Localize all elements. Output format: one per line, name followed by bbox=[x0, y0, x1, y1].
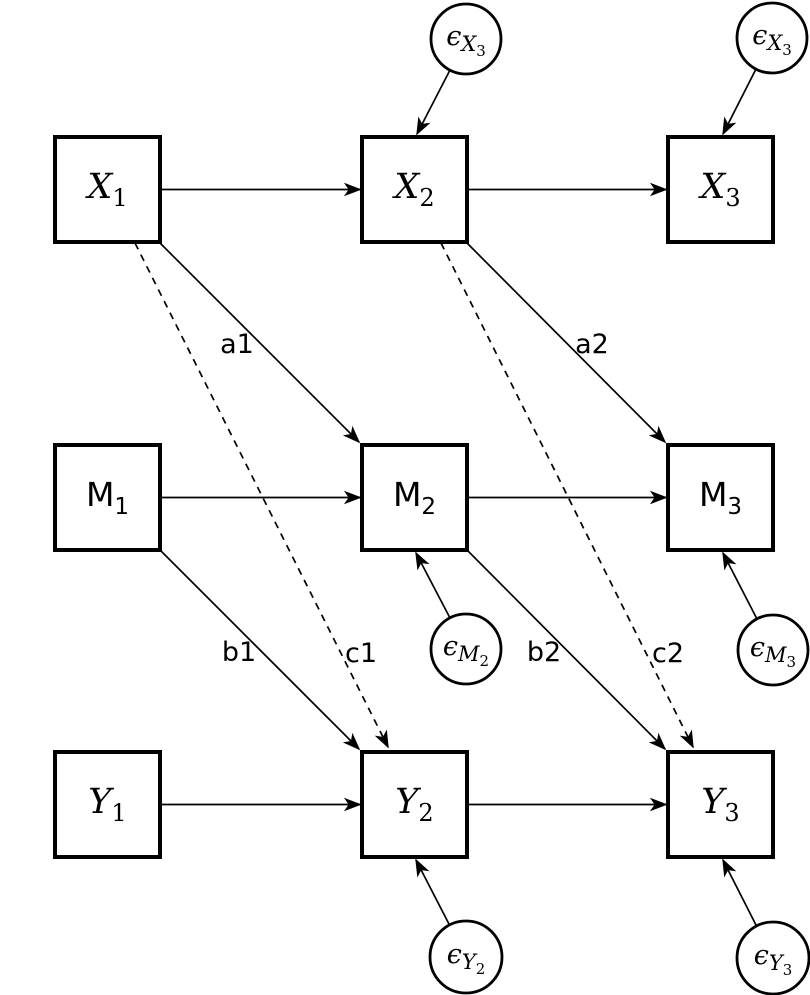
node-x1-base: X bbox=[84, 167, 114, 207]
error-ey3-eps: ϵ bbox=[754, 940, 769, 971]
node-x2-base: X bbox=[391, 167, 421, 207]
node-m3-box bbox=[666, 443, 775, 552]
edge-ex3-x3 bbox=[722, 68, 757, 136]
node-m2-box bbox=[360, 443, 469, 552]
error-ey2-circle bbox=[428, 919, 504, 995]
error-em2-subsub: 2 bbox=[480, 652, 490, 670]
node-y2-box bbox=[360, 750, 469, 859]
error-em2-circle bbox=[429, 612, 503, 686]
node-y3-label: Y3 bbox=[701, 782, 739, 827]
node-x3-sub: 3 bbox=[725, 184, 740, 212]
node-m1-base: M bbox=[86, 475, 114, 514]
path-label-b2: b2 bbox=[527, 637, 561, 668]
error-ey3-circle bbox=[735, 920, 810, 995]
error-ex3-label: ϵX3 bbox=[752, 20, 792, 59]
error-em2-eps: ϵ bbox=[443, 631, 458, 662]
edge-ey3-y3 bbox=[722, 858, 758, 928]
node-x2-sub: 2 bbox=[419, 184, 434, 212]
error-ey3-label: ϵY3 bbox=[754, 940, 793, 979]
error-ex3-eps: ϵ bbox=[752, 20, 767, 51]
error-ex2-circle bbox=[429, 2, 503, 76]
error-em3-circle bbox=[736, 613, 810, 687]
path-label-a2: a2 bbox=[575, 329, 609, 360]
error-em3-sub: M bbox=[764, 643, 787, 667]
edge-m1-y2-b1 bbox=[159, 549, 361, 751]
node-x3-base: X bbox=[697, 167, 727, 207]
error-em3-eps: ϵ bbox=[750, 632, 765, 663]
node-y1-label: Y1 bbox=[88, 782, 126, 827]
node-m2-base: M bbox=[393, 475, 421, 514]
node-y1-sub: 1 bbox=[111, 799, 126, 827]
node-m2-sub: 2 bbox=[421, 494, 436, 520]
node-m1-sub: 1 bbox=[114, 494, 129, 520]
path-label-c2: c2 bbox=[652, 638, 684, 669]
error-em3-label: ϵM3 bbox=[750, 632, 796, 671]
error-ex2-subsub: 3 bbox=[476, 42, 486, 60]
node-y3-box bbox=[666, 750, 775, 859]
node-x1-label: X1 bbox=[84, 167, 127, 212]
node-y2-label: Y2 bbox=[395, 782, 433, 827]
error-em2-label: ϵM2 bbox=[443, 631, 489, 670]
edge-x1-y2-c1 bbox=[134, 242, 389, 749]
node-y3-sub: 3 bbox=[724, 799, 739, 827]
edge-em3-m3 bbox=[722, 551, 758, 620]
error-ex2-eps: ϵ bbox=[446, 21, 461, 52]
node-y3-base: Y bbox=[701, 782, 727, 822]
error-ey3-sub: Y bbox=[769, 951, 785, 975]
path-label-c1: c1 bbox=[345, 638, 377, 669]
node-y1-box bbox=[53, 750, 162, 859]
edge-em2-m2 bbox=[415, 551, 451, 619]
node-x3-label: X3 bbox=[697, 167, 740, 212]
edge-ex2-x2 bbox=[416, 69, 451, 136]
node-y2-base: Y bbox=[395, 782, 421, 822]
edge-x2-m3-a2 bbox=[466, 242, 667, 444]
error-ey2-label: ϵY2 bbox=[447, 939, 486, 978]
edge-ey2-y2 bbox=[415, 858, 451, 927]
error-ey2-sub: Y bbox=[462, 950, 478, 974]
error-em2-sub: M bbox=[457, 642, 480, 666]
error-ey2-eps: ϵ bbox=[447, 939, 462, 970]
node-y2-sub: 2 bbox=[418, 799, 433, 827]
node-y1-base: Y bbox=[88, 782, 114, 822]
error-ey3-subsub: 3 bbox=[783, 961, 793, 979]
error-em3-subsub: 3 bbox=[787, 653, 797, 671]
error-ex3-circle bbox=[735, 1, 809, 75]
error-ex3-subsub: 3 bbox=[782, 41, 792, 59]
edge-x1-m2-a1 bbox=[159, 242, 361, 444]
node-m2-label: M2 bbox=[393, 475, 436, 520]
error-ex2-sub: X bbox=[459, 32, 477, 56]
error-ey2-subsub: 2 bbox=[476, 960, 486, 978]
error-ex3-sub: X bbox=[765, 31, 783, 55]
error-ex2-label: ϵX3 bbox=[446, 21, 486, 60]
node-x2-box bbox=[360, 135, 469, 244]
node-x2-label: X2 bbox=[391, 167, 434, 212]
path-label-b1: b1 bbox=[222, 637, 256, 668]
node-m1-box bbox=[53, 443, 162, 552]
edge-x2-y3-c2 bbox=[440, 242, 694, 749]
node-m3-sub: 3 bbox=[727, 494, 742, 520]
node-m3-label: M3 bbox=[699, 475, 742, 520]
node-m3-base: M bbox=[699, 475, 727, 514]
node-x1-sub: 1 bbox=[112, 184, 127, 212]
path-label-a1: a1 bbox=[220, 329, 254, 360]
edge-m2-y3-b2 bbox=[466, 549, 667, 751]
node-x1-box bbox=[53, 135, 162, 244]
node-x3-box bbox=[666, 135, 775, 244]
node-m1-label: M1 bbox=[86, 475, 129, 520]
